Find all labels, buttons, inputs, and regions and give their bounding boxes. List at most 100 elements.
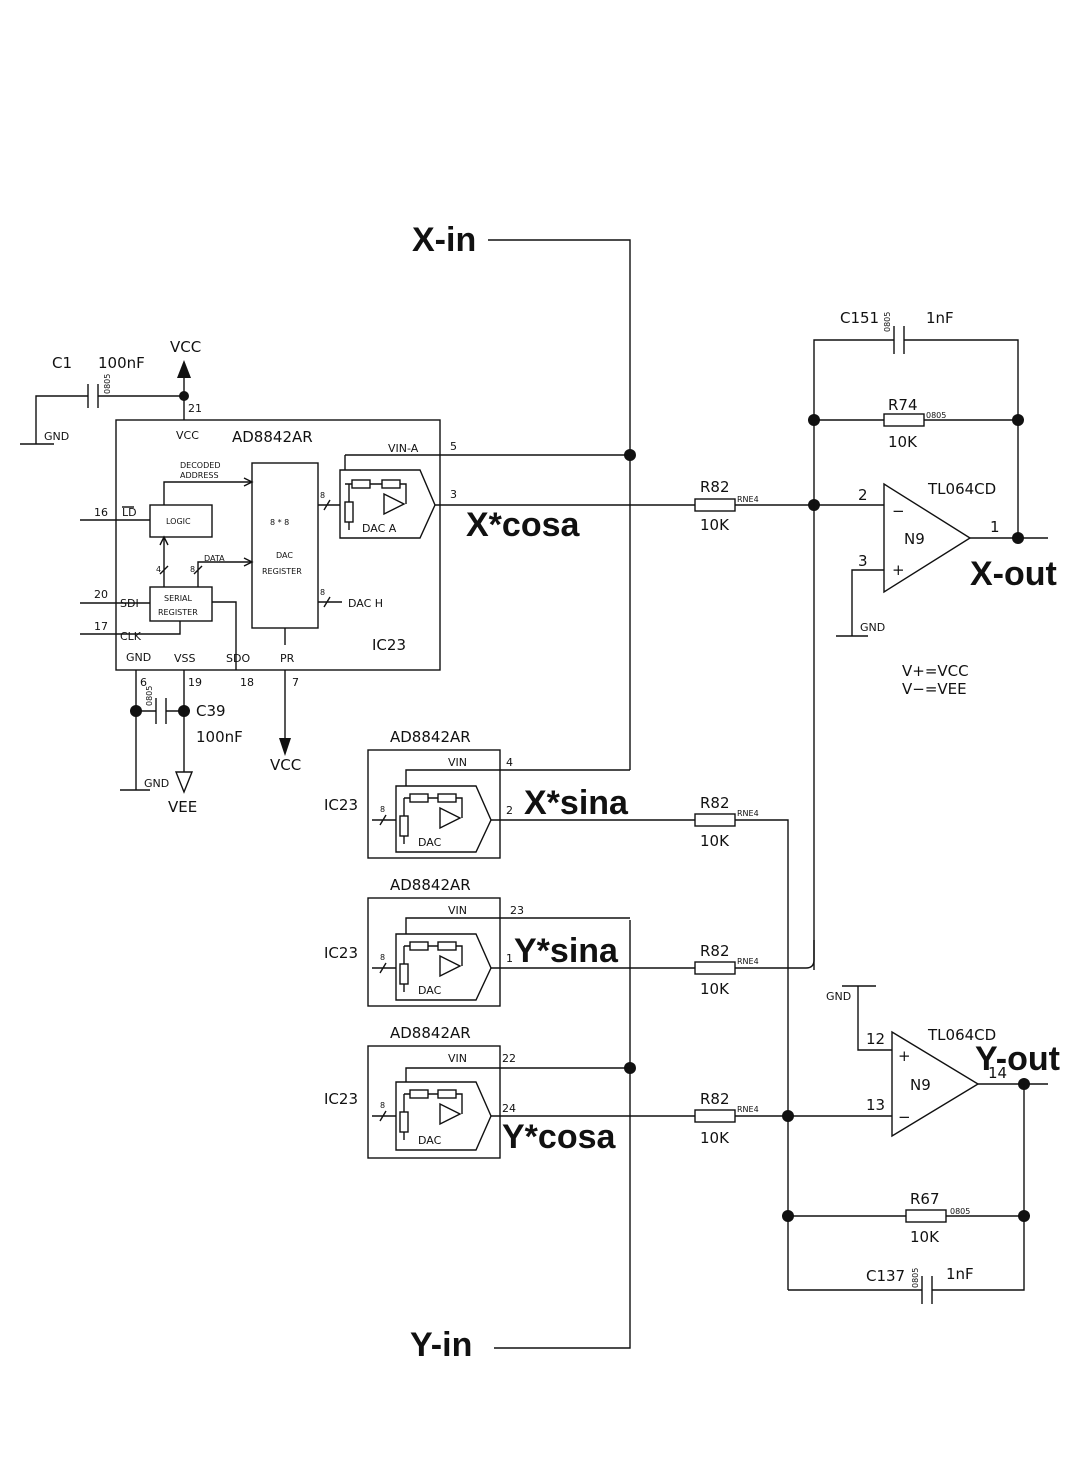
svg-text:REGISTER: REGISTER <box>262 567 302 576</box>
svg-text:DAC: DAC <box>276 551 293 560</box>
svg-text:7: 7 <box>292 676 299 689</box>
vcc-pin-label: VCC <box>176 429 199 442</box>
svg-text:12: 12 <box>866 1030 885 1048</box>
y-out-label: Y-out <box>975 1040 1060 1078</box>
svg-text:10K: 10K <box>700 832 730 850</box>
junction-dot <box>130 705 142 717</box>
vcc-bottom-label: VCC <box>270 756 301 774</box>
vin-a-label: VIN-A <box>388 442 419 455</box>
svg-text:23: 23 <box>510 904 524 917</box>
dac-block-y-sina: AD8842AR IC23 DAC 8 VIN 23 1 <box>324 876 630 1007</box>
svg-text:C137: C137 <box>866 1267 905 1285</box>
svg-text:0805: 0805 <box>145 686 154 706</box>
svg-text:6: 6 <box>140 676 147 689</box>
svg-text:DECODED: DECODED <box>180 461 220 470</box>
dac-a-label: DAC A <box>362 522 397 535</box>
svg-text:TL064CD: TL064CD <box>927 1026 996 1044</box>
svg-text:R82: R82 <box>700 794 730 812</box>
dac-a-block: DAC A <box>339 455 436 539</box>
svg-text:N9: N9 <box>910 1076 931 1094</box>
svg-text:IC23: IC23 <box>324 796 358 814</box>
r82-y-cosa <box>694 1109 736 1123</box>
r82-y-sina <box>694 961 736 975</box>
svg-text:14: 14 <box>988 1064 1007 1082</box>
x-cosa-label: X*cosa <box>466 506 580 544</box>
svg-text:0805: 0805 <box>926 411 946 420</box>
junction-dot <box>782 1210 794 1222</box>
vee-label: VEE <box>168 798 197 816</box>
svg-text:RNE4: RNE4 <box>737 495 759 504</box>
svg-text:DAC: DAC <box>418 984 442 997</box>
dac-register-block <box>251 462 319 629</box>
svg-text:1: 1 <box>506 952 513 965</box>
svg-text:DATA: DATA <box>204 554 225 563</box>
svg-text:8: 8 <box>190 565 195 574</box>
svg-text:IC23: IC23 <box>324 944 358 962</box>
svg-text:IC23: IC23 <box>324 1090 358 1108</box>
svg-text:0805: 0805 <box>103 374 112 394</box>
svg-text:10K: 10K <box>700 516 730 534</box>
svg-text:+: + <box>898 1047 911 1065</box>
pin-sdi-label: SDI <box>120 597 139 610</box>
svg-text:10K: 10K <box>700 980 730 998</box>
svg-text:19: 19 <box>188 676 202 689</box>
svg-text:8: 8 <box>380 805 385 814</box>
pin-clk-label: CLK <box>120 630 142 643</box>
gnd-c1-label: GND <box>44 430 69 443</box>
main-ic-ref: IC23 <box>372 636 406 654</box>
main-dac-ic: AD8842AR IC23 VCC VIN-A 5 DAC A 8 8 * 8 … <box>80 402 630 689</box>
vee-arrow-icon <box>174 771 194 794</box>
c39-ref: C39 <box>196 702 226 720</box>
svg-text:3: 3 <box>450 488 457 501</box>
supply-note-1: V+=VCC <box>902 662 969 680</box>
svg-text:RNE4: RNE4 <box>737 1105 759 1114</box>
svg-text:8: 8 <box>380 953 385 962</box>
svg-text:DAC: DAC <box>418 1134 442 1147</box>
y-cosa-label: Y*cosa <box>502 1118 616 1156</box>
dac-block-x-sina: AD8842AR IC23 DAC 8 VIN 4 2 <box>324 728 630 859</box>
svg-text:4: 4 <box>506 756 513 769</box>
pin-ld-label: LD <box>122 506 137 519</box>
c39-value: 100nF <box>196 728 243 746</box>
supply-note-2: V−=VEE <box>902 680 967 698</box>
svg-text:0805: 0805 <box>950 1207 970 1216</box>
svg-text:VIN: VIN <box>448 1052 467 1065</box>
svg-text:R82: R82 <box>700 1090 730 1108</box>
x-in-label: X-in <box>412 221 476 259</box>
svg-text:2: 2 <box>858 486 868 504</box>
svg-text:+: + <box>892 561 905 579</box>
svg-text:1: 1 <box>990 518 1000 536</box>
svg-text:10K: 10K <box>888 433 918 451</box>
r74 <box>883 413 925 427</box>
svg-text:AD8842AR: AD8842AR <box>390 728 471 746</box>
svg-text:LOGIC: LOGIC <box>166 517 191 526</box>
gnd-bottom-label: GND <box>144 777 169 790</box>
r67 <box>905 1209 947 1223</box>
svg-text:13: 13 <box>866 1096 885 1114</box>
svg-text:0805: 0805 <box>911 1268 920 1288</box>
vcc-top-label: VCC <box>170 338 201 356</box>
svg-text:8: 8 <box>380 1101 385 1110</box>
svg-text:RNE4: RNE4 <box>737 809 759 818</box>
svg-text:RNE4: RNE4 <box>737 957 759 966</box>
y-sina-label: Y*sina <box>514 932 619 970</box>
logic-block <box>149 504 213 538</box>
r82-x-cosa <box>694 498 736 512</box>
svg-text:SDO: SDO <box>226 652 250 665</box>
svg-text:R67: R67 <box>910 1190 940 1208</box>
x-in-wire <box>488 239 631 770</box>
svg-text:8: 8 <box>320 491 325 500</box>
junction-dot <box>808 414 820 426</box>
svg-text:16: 16 <box>94 506 108 519</box>
svg-text:ADDRESS: ADDRESS <box>180 471 219 480</box>
svg-text:1nF: 1nF <box>926 309 954 327</box>
x-sina-label: X*sina <box>524 784 629 822</box>
c1-ref: C1 <box>52 354 72 372</box>
r82-x-sina <box>694 813 736 827</box>
svg-text:17: 17 <box>94 620 108 633</box>
main-ic-part: AD8842AR <box>232 428 313 446</box>
svg-text:8: 8 <box>320 588 325 597</box>
svg-text:SERIAL: SERIAL <box>164 594 193 603</box>
x-out-label: X-out <box>970 555 1057 593</box>
svg-text:18: 18 <box>240 676 254 689</box>
